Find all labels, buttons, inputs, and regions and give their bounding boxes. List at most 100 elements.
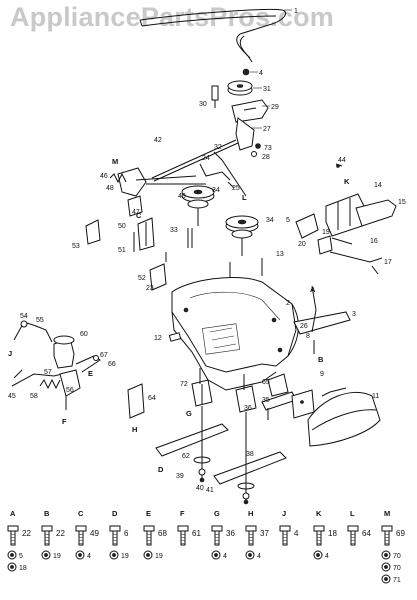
- callout-55: 55: [36, 317, 44, 324]
- rod-16[interactable]: [331, 237, 353, 245]
- spindle-housing-left[interactable]: [191, 379, 213, 407]
- nut-44[interactable]: [335, 163, 343, 168]
- callout-17: 17: [384, 259, 392, 266]
- callout-30: 30: [199, 101, 207, 108]
- lift-arm-left[interactable]: [117, 167, 206, 197]
- callout-48: 48: [106, 185, 114, 192]
- hardware-letter: F: [180, 509, 185, 518]
- blade-adapter-left[interactable]: [193, 406, 211, 480]
- pin-12[interactable]: [168, 332, 182, 342]
- letter-marker-l: L: [242, 193, 247, 202]
- bracket-64[interactable]: [127, 383, 145, 419]
- hardware-letter: A: [10, 509, 16, 518]
- callout-72: 72: [180, 381, 188, 388]
- callout-56: 56: [66, 387, 74, 394]
- callout-60: 60: [80, 331, 88, 338]
- callout-20: 20: [298, 241, 306, 248]
- discharge-chute[interactable]: [307, 387, 381, 447]
- linkage-rod-32[interactable]: [213, 151, 247, 197]
- blade-left[interactable]: [155, 423, 229, 457]
- drive-belt[interactable]: [139, 8, 287, 63]
- hardware-part-number: 68: [158, 529, 167, 538]
- hardware-part-number: 37: [260, 529, 269, 538]
- bolt-icon: [143, 525, 155, 546]
- callout-16: 16: [370, 238, 378, 245]
- hardware-item-j[interactable]: J4: [279, 509, 299, 546]
- idler-pulley[interactable]: [227, 80, 253, 96]
- bolt-33[interactable]: [187, 228, 193, 248]
- callout-33: 33: [170, 227, 178, 234]
- arm-67-66[interactable]: [75, 355, 101, 373]
- bracket-57-56[interactable]: [59, 369, 81, 410]
- washer-28[interactable]: [251, 151, 257, 157]
- lift-link-24[interactable]: [199, 163, 231, 181]
- blade-right[interactable]: [213, 451, 287, 485]
- bolt-icon: [7, 525, 19, 546]
- hardware-sub-part-number: 19: [121, 553, 129, 560]
- blade-bolt-39-40-41-left[interactable]: [198, 468, 206, 483]
- deflector-60[interactable]: [53, 335, 75, 369]
- side-rail-3[interactable]: [293, 311, 351, 335]
- mower-deck-housing[interactable]: [171, 276, 299, 391]
- bolt-icon: [41, 525, 53, 546]
- blade-adapter-right[interactable]: [237, 412, 255, 500]
- link-rod-54-55[interactable]: [13, 320, 53, 343]
- spindle-housing-right[interactable]: [235, 385, 257, 413]
- link-25[interactable]: [227, 181, 235, 189]
- hardware-item-l[interactable]: L64: [347, 509, 371, 546]
- spring-58[interactable]: [39, 378, 61, 390]
- spring-46[interactable]: [109, 172, 127, 184]
- hardware-sub-part-number: 4: [87, 553, 91, 560]
- hardware-sub-part-number: 5: [19, 553, 23, 560]
- control-rod-42[interactable]: [151, 139, 239, 182]
- callout-58: 58: [30, 393, 38, 400]
- idler-bracket[interactable]: [231, 99, 269, 151]
- blade-bolt-39-40-41-right[interactable]: [242, 492, 250, 505]
- bracket-50[interactable]: [137, 217, 155, 251]
- lift-shaft-15[interactable]: [355, 199, 397, 227]
- rod-17[interactable]: [329, 251, 383, 275]
- spring-pin-73[interactable]: [255, 143, 261, 149]
- hardware-part-number: 49: [90, 529, 99, 538]
- callout-12: 12: [154, 335, 162, 342]
- callout-26: 26: [300, 323, 308, 330]
- callout-54: 54: [20, 313, 28, 320]
- spindle-pulley-right[interactable]: [225, 215, 259, 256]
- callout-67: 67: [100, 352, 108, 359]
- plate-9[interactable]: [291, 389, 315, 419]
- washer-icon: [313, 550, 323, 560]
- bolt-icon: [211, 525, 223, 546]
- bolt-icon: [75, 525, 87, 546]
- link-19-20[interactable]: [295, 213, 333, 255]
- washer-icon: [143, 550, 153, 560]
- callout-53: 53: [72, 243, 80, 250]
- hardware-letter: L: [350, 509, 355, 518]
- bracket-65[interactable]: [267, 373, 289, 397]
- bolt-30[interactable]: [211, 85, 219, 108]
- bracket-47[interactable]: [127, 195, 143, 217]
- letter-marker-e: E: [88, 369, 93, 378]
- callout-39: 39: [176, 473, 184, 480]
- rod-26[interactable]: [311, 285, 317, 333]
- hardware-letter: B: [44, 509, 50, 518]
- hardware-item-f[interactable]: F61: [177, 509, 201, 546]
- callout-52: 52: [138, 275, 146, 282]
- bolt-13[interactable]: [229, 258, 263, 278]
- hardware-part-number: 36: [226, 529, 235, 538]
- washer-icon: [211, 550, 221, 560]
- nut-4[interactable]: [242, 68, 250, 76]
- spindle-shaft[interactable]: [199, 368, 245, 390]
- bracket-53[interactable]: [85, 219, 101, 245]
- bracket-52[interactable]: [149, 252, 167, 291]
- callout-34b: 34: [266, 217, 274, 224]
- spindle-pulley-left[interactable]: [181, 185, 215, 226]
